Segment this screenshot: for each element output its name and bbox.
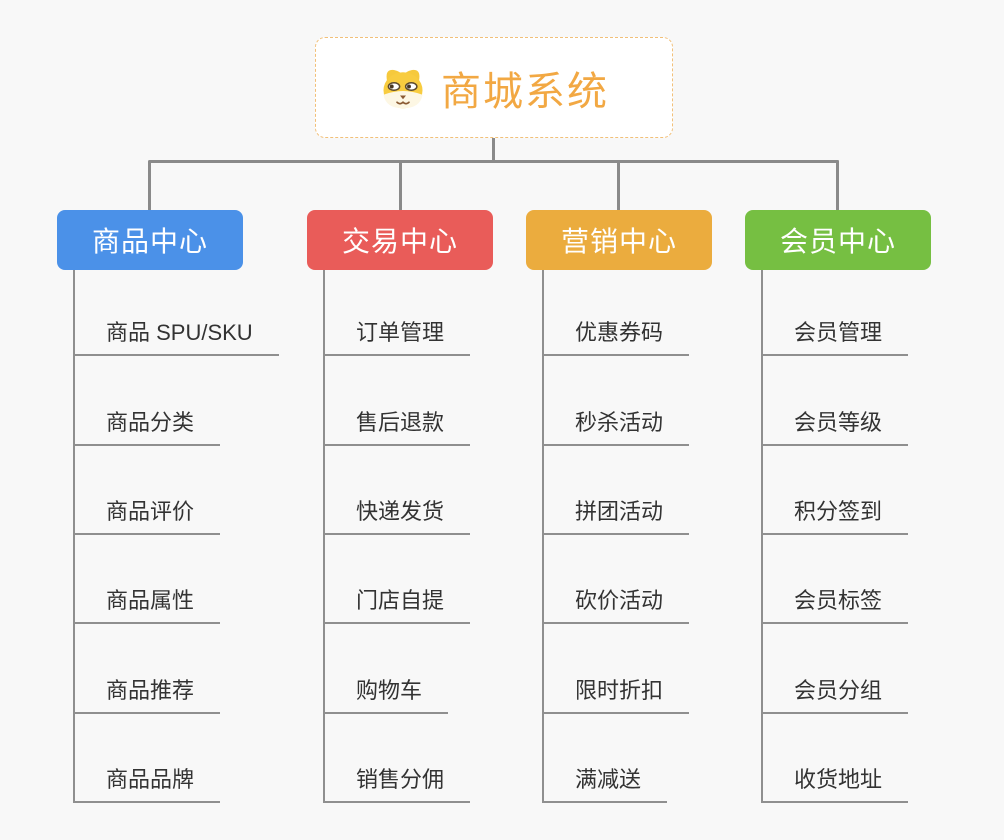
- branch-column-member: 会员中心 会员管理 会员等级 积分签到 会员标签 会员分组 收货地址: [745, 210, 985, 830]
- connector-drop-product: [148, 160, 151, 211]
- connector-column-line: [323, 270, 325, 803]
- leaf-node[interactable]: 会员管理: [761, 315, 909, 357]
- connector-root-stub: [492, 138, 495, 162]
- connector-drop-marketing: [617, 160, 620, 211]
- leaf-node[interactable]: 会员等级: [761, 405, 909, 446]
- leaf-node[interactable]: 商品推荐: [73, 673, 221, 714]
- connector-drop-trade: [399, 160, 402, 211]
- leaf-node[interactable]: 秒杀活动: [542, 405, 690, 446]
- leaf-node[interactable]: 积分签到: [761, 494, 909, 535]
- leaf-node[interactable]: 门店自提: [323, 583, 471, 625]
- branch-node-marketing-center[interactable]: 营销中心: [526, 210, 712, 270]
- leaf-node[interactable]: 拼团活动: [542, 494, 690, 535]
- leaf-node[interactable]: 会员分组: [761, 673, 909, 714]
- leaf-node[interactable]: 收货地址: [761, 762, 909, 803]
- branch-label: 交易中心: [341, 226, 458, 257]
- leaf-node[interactable]: 满减送: [542, 762, 668, 803]
- leaf-node[interactable]: 销售分佣: [323, 762, 471, 803]
- branch-label: 营销中心: [560, 226, 677, 257]
- branch-column-marketing: 营销中心 优惠券码 秒杀活动 拼团活动 砍价活动 限时折扣 满减送: [526, 210, 766, 830]
- leaf-node[interactable]: 商品 SPU/SKU: [73, 315, 279, 357]
- leaf-node[interactable]: 商品品牌: [73, 762, 221, 803]
- connector-drop-member: [836, 160, 839, 211]
- connector-bus-line: [149, 160, 839, 163]
- leaf-node[interactable]: 砍价活动: [542, 583, 690, 625]
- leaf-node[interactable]: 订单管理: [323, 315, 471, 357]
- branch-node-member-center[interactable]: 会员中心: [745, 210, 931, 270]
- branch-children: 商品 SPU/SKU 商品分类 商品评价 商品属性 商品推荐 商品品牌: [57, 267, 297, 803]
- leaf-node[interactable]: 会员标签: [761, 583, 909, 625]
- connector-column-line: [761, 270, 763, 803]
- leaf-node[interactable]: 快递发货: [323, 494, 471, 535]
- branch-column-trade: 交易中心 订单管理 售后退款 快递发货 门店自提 购物车 销售分佣: [307, 210, 547, 830]
- leaf-node[interactable]: 优惠券码: [542, 315, 690, 357]
- root-title: 商城系统: [441, 69, 609, 114]
- leaf-node[interactable]: 购物车: [323, 673, 449, 714]
- connector-column-line: [542, 270, 544, 803]
- connector-column-line: [73, 270, 75, 803]
- root-node-mall-system[interactable]: 商城系统: [315, 37, 673, 138]
- branch-node-trade-center[interactable]: 交易中心: [307, 210, 493, 270]
- leaf-node[interactable]: 商品评价: [73, 494, 221, 535]
- branch-label: 商品中心: [91, 226, 208, 257]
- branch-children: 优惠券码 秒杀活动 拼团活动 砍价活动 限时折扣 满减送: [526, 267, 766, 803]
- branch-node-product-center[interactable]: 商品中心: [57, 210, 243, 270]
- dog-face-icon: [383, 69, 423, 108]
- branch-children: 会员管理 会员等级 积分签到 会员标签 会员分组 收货地址: [745, 267, 985, 803]
- leaf-node[interactable]: 售后退款: [323, 405, 471, 446]
- leaf-node[interactable]: 限时折扣: [542, 673, 690, 714]
- branch-column-product: 商品中心 商品 SPU/SKU 商品分类 商品评价 商品属性 商品推荐 商品品牌: [57, 210, 297, 830]
- branch-label: 会员中心: [779, 226, 896, 257]
- leaf-node[interactable]: 商品分类: [73, 405, 221, 446]
- branch-children: 订单管理 售后退款 快递发货 门店自提 购物车 销售分佣: [307, 267, 547, 803]
- leaf-node[interactable]: 商品属性: [73, 583, 221, 625]
